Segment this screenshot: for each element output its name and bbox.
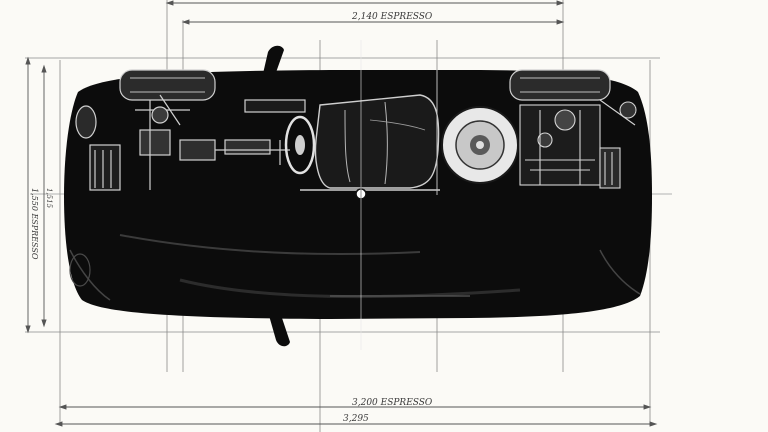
dimension-bottom: [54, 404, 658, 427]
mechanical-cutaway: [75, 69, 637, 195]
dimension-label-left-partial: 1,515: [45, 188, 53, 209]
dimension-label-bottom: 3,200 ESPRESSO: [352, 398, 433, 408]
mirror-top: [262, 45, 284, 78]
dimension-label-top: 2,140 ESPRESSO: [351, 12, 433, 22]
dimension-label-overall: 3,295: [343, 414, 369, 424]
dimension-top: [165, 0, 565, 25]
steering-wheel-icon: [284, 115, 316, 175]
engine-icon: [519, 99, 637, 189]
seat: [314, 94, 440, 189]
wheel-icon: [509, 69, 611, 101]
dimension-label-left: 1,550 ESPRESSO: [30, 188, 39, 260]
wheel-icon: [119, 69, 216, 101]
dimension-left: [25, 56, 47, 334]
spare-wheel-icon: [441, 106, 519, 184]
mirror-bottom: [268, 312, 290, 347]
